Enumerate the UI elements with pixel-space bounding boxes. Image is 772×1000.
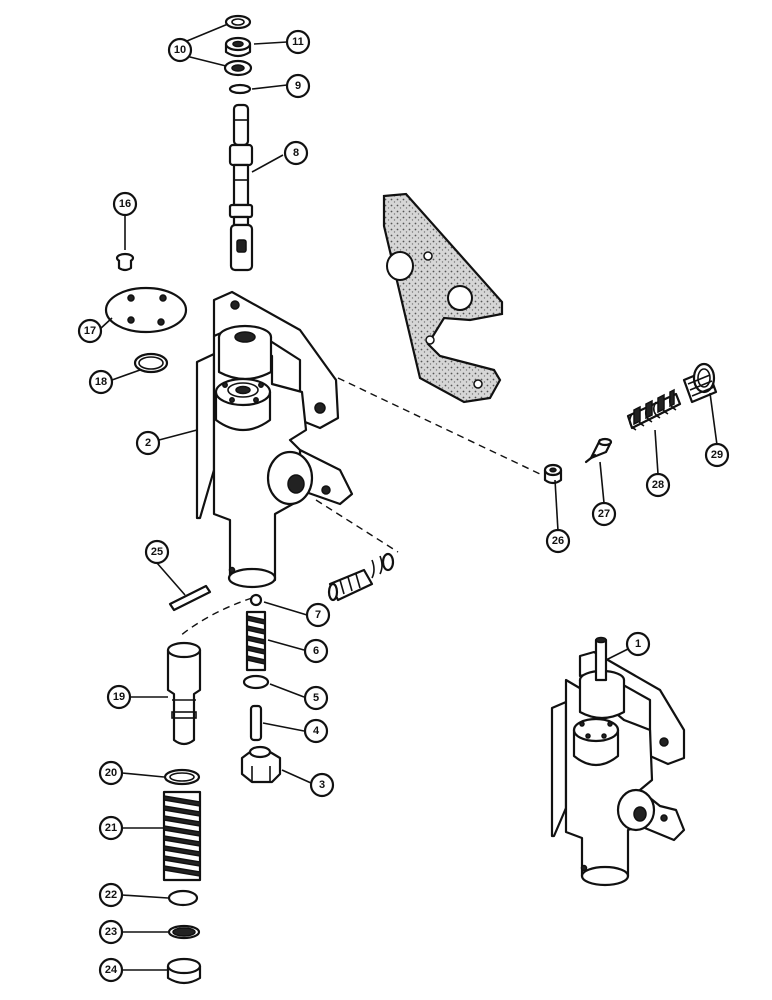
part-1-valve-assembly xyxy=(550,636,686,887)
callout-29: 29 xyxy=(704,442,730,468)
svg-text:10: 10 xyxy=(174,44,186,56)
part-23-seal xyxy=(167,924,201,940)
part-29-plug xyxy=(682,362,718,404)
part-20-snap-ring xyxy=(163,768,201,786)
assembly-line-26 xyxy=(337,377,541,475)
callout-4: 4 xyxy=(303,718,329,744)
part-3-hex-plug xyxy=(240,745,282,784)
callout-28: 28 xyxy=(645,472,671,498)
svg-text:9: 9 xyxy=(295,80,301,92)
callout-9: 9 xyxy=(285,73,311,99)
svg-text:18: 18 xyxy=(95,376,107,388)
svg-text:5: 5 xyxy=(313,692,319,704)
svg-text:6: 6 xyxy=(313,645,319,657)
part-25-roll-pin xyxy=(168,584,212,612)
plug-assembly-small xyxy=(327,552,395,602)
svg-text:8: 8 xyxy=(293,147,299,159)
part-9-o-ring xyxy=(228,83,252,95)
callout-2: 2 xyxy=(135,430,161,456)
svg-text:7: 7 xyxy=(315,609,321,621)
callout-20: 20 xyxy=(98,760,124,786)
part-7-ball xyxy=(249,593,263,607)
callout-18: 18 xyxy=(88,369,114,395)
gasket xyxy=(382,192,504,404)
part-28-spring xyxy=(626,388,682,431)
callout-1: 1 xyxy=(625,631,651,657)
callout-19: 19 xyxy=(106,684,132,710)
part-17-cover-plate xyxy=(104,286,188,334)
callout-7: 7 xyxy=(305,602,331,628)
svg-text:4: 4 xyxy=(313,725,320,737)
svg-text:19: 19 xyxy=(113,691,125,703)
callout-3: 3 xyxy=(309,772,335,798)
svg-text:11: 11 xyxy=(292,36,304,48)
callout-26: 26 xyxy=(545,528,571,554)
callout-8: 8 xyxy=(283,140,309,166)
part-27-poppet xyxy=(584,437,613,464)
svg-text:21: 21 xyxy=(105,822,117,834)
callout-6: 6 xyxy=(303,638,329,664)
callout-22: 22 xyxy=(98,882,124,908)
part-19-piston xyxy=(166,641,202,746)
svg-text:29: 29 xyxy=(711,449,723,461)
svg-text:26: 26 xyxy=(552,535,564,547)
part-2-valve-housing xyxy=(195,290,354,589)
assembly-line-plug xyxy=(315,499,399,553)
part-24-cap xyxy=(166,957,202,985)
callout-16: 16 xyxy=(112,191,138,217)
svg-text:27: 27 xyxy=(598,508,610,520)
callout-5: 5 xyxy=(303,685,329,711)
part-26-seat xyxy=(543,463,563,485)
part-22-washer xyxy=(167,889,199,907)
part-18-o-ring xyxy=(133,352,169,374)
svg-text:2: 2 xyxy=(145,437,151,449)
svg-text:24: 24 xyxy=(105,964,118,976)
svg-text:16: 16 xyxy=(119,198,131,210)
callout-25: 25 xyxy=(144,539,170,565)
callout-23: 23 xyxy=(98,919,124,945)
callout-21: 21 xyxy=(98,815,124,841)
svg-text:28: 28 xyxy=(652,479,664,491)
svg-text:23: 23 xyxy=(105,926,117,938)
svg-text:3: 3 xyxy=(319,779,325,791)
assembly-line-19 xyxy=(179,597,253,637)
part-5-o-ring xyxy=(242,674,270,690)
svg-text:17: 17 xyxy=(84,325,96,337)
part-16-screw xyxy=(115,252,135,272)
callout-24: 24 xyxy=(98,957,124,983)
callout-17: 17 xyxy=(77,318,103,344)
part-4-pin xyxy=(249,704,263,742)
svg-text:20: 20 xyxy=(105,767,117,779)
svg-text:25: 25 xyxy=(151,546,163,558)
callout-10: 10 xyxy=(167,37,193,63)
part-21-spring xyxy=(162,790,202,882)
part-11-nut xyxy=(224,36,252,58)
part-8-spool xyxy=(228,103,254,272)
svg-text:22: 22 xyxy=(105,889,117,901)
part-10-washer-top xyxy=(224,14,252,30)
part-6-spring xyxy=(245,610,267,672)
callout-27: 27 xyxy=(591,501,617,527)
part-10-washer-bottom xyxy=(223,59,253,77)
callout-11: 11 xyxy=(285,29,311,55)
svg-text:1: 1 xyxy=(635,638,641,650)
